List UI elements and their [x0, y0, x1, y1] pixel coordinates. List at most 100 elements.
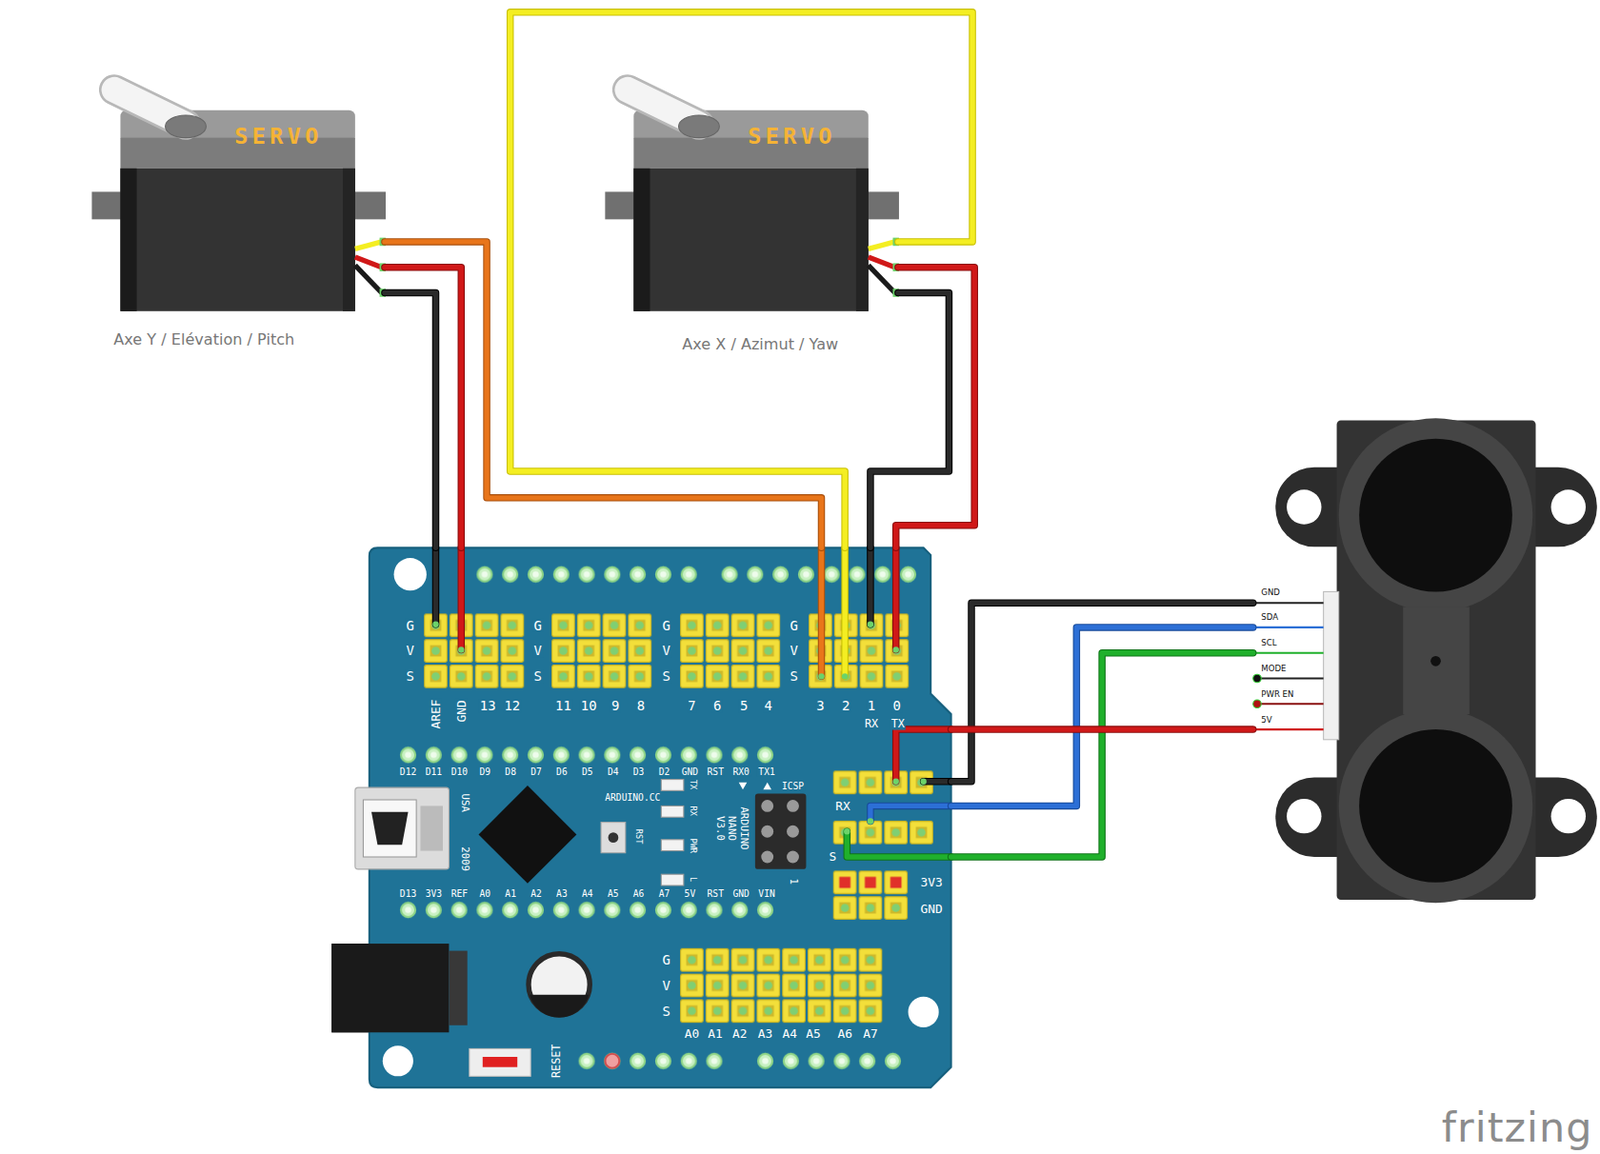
pin-label: 8 — [636, 699, 647, 713]
pin-row — [574, 1048, 728, 1075]
header — [832, 895, 909, 921]
board — [369, 547, 952, 1088]
servo-caption: Axe X / Azimut / Yaw — [681, 337, 839, 353]
servo-drawing — [91, 89, 386, 312]
pin-label: GND — [680, 767, 700, 778]
board-name: ARDUINO NANO V3.0 — [715, 801, 751, 856]
wire-path — [384, 293, 437, 549]
pin-label: ICSP — [780, 781, 805, 792]
pin-label: A2 — [731, 1027, 749, 1040]
pin-label: RST — [705, 767, 725, 778]
pin-label: A6 — [836, 1027, 854, 1040]
pin-label: G — [660, 619, 672, 633]
wire-path — [384, 241, 822, 548]
pin-label: A1 — [503, 890, 518, 900]
pin-label: 11 — [554, 699, 573, 713]
pin-label: GND — [455, 699, 468, 723]
pin-label: RX — [863, 719, 880, 731]
pin-label: A4 — [780, 1027, 799, 1040]
header — [550, 612, 653, 689]
icsp-header — [755, 794, 807, 870]
pin-label: 4 — [763, 699, 775, 713]
pin-label: D8 — [503, 767, 518, 778]
pin-label: A0 — [683, 1027, 701, 1040]
pin-label: S — [660, 669, 672, 683]
pin-label: 9 — [610, 699, 621, 713]
pin-label: A0 — [478, 890, 492, 900]
pin-label: 12 — [502, 699, 521, 713]
pin-label: 2009 — [460, 845, 471, 873]
pin-row — [395, 897, 779, 923]
wire-path — [870, 293, 950, 549]
pin-label: S — [827, 851, 838, 864]
pin-name: GND — [1260, 588, 1280, 598]
lidar-sensor: GNDSDASCLMODEPWR EN5V — [1253, 418, 1598, 900]
pin-label: RX0 — [731, 767, 751, 778]
wire-path — [896, 267, 976, 549]
wire-path — [951, 653, 1254, 858]
pin-label: 13 — [479, 699, 498, 713]
pin-label: 3 — [815, 699, 826, 713]
pin-row — [752, 1048, 906, 1075]
pin-label: S — [660, 1004, 672, 1019]
pin-label: D13 — [399, 890, 419, 900]
pin-label: G — [660, 953, 672, 967]
pin-label: D7 — [529, 767, 543, 778]
wire — [510, 12, 973, 549]
pin-label: A1 — [706, 1027, 724, 1040]
pin-label: 6 — [712, 699, 723, 713]
servo-motor: SERVOAxe Y / Elévation / Pitch — [91, 80, 385, 358]
pin-label: VIN — [757, 890, 777, 900]
led — [660, 780, 684, 886]
pin-label: RX — [834, 800, 852, 813]
wire — [384, 293, 437, 549]
dc-jack — [448, 951, 467, 1026]
capacitor — [528, 954, 590, 1019]
dc-jack — [331, 943, 449, 1033]
wire-path — [951, 725, 1254, 734]
pin-label: 5V — [683, 890, 698, 900]
pin-label: 1 — [788, 877, 800, 886]
pin-name: 5V — [1260, 716, 1272, 725]
pin-label: D10 — [450, 767, 470, 778]
pin-label: D2 — [658, 767, 672, 778]
wire-path — [510, 12, 973, 549]
pin-label: G — [532, 619, 543, 633]
pin-label: G — [788, 619, 800, 633]
wire-path — [384, 267, 461, 549]
wire-stub — [436, 547, 952, 858]
pin-label: RESET — [550, 1042, 562, 1080]
watermark: fritzing — [1441, 1107, 1594, 1149]
pin-label: S — [788, 669, 800, 683]
pin-label: PWR — [688, 837, 698, 855]
pin-label: D4 — [606, 767, 620, 778]
servo-brand: SERVO — [234, 125, 322, 149]
wire — [384, 267, 461, 549]
wire — [870, 293, 950, 549]
pin-label: S — [532, 669, 543, 683]
pin-label: V — [532, 644, 543, 659]
wire-path — [870, 293, 950, 549]
pin-label: D5 — [580, 767, 595, 778]
pin-name: MODE — [1260, 665, 1286, 675]
servo-motor: SERVOAxe X / Azimut / Yaw — [604, 80, 899, 358]
pin-label: USA — [460, 792, 471, 813]
arduino-nano-shield: ARDUINO.CCARDUINO NANO V3.0 — [369, 547, 952, 1088]
pin-row — [395, 741, 779, 768]
pin-name: SDA — [1260, 614, 1279, 623]
pin-label: RST — [705, 890, 725, 900]
chip — [479, 785, 578, 884]
pin-label: A3 — [757, 1027, 775, 1040]
pin-label: D6 — [555, 767, 569, 778]
wire-path — [951, 726, 1254, 732]
pin-label: D3 — [632, 767, 646, 778]
pin-label: AREF — [429, 698, 442, 730]
pin-label: D11 — [424, 767, 444, 778]
pin-label: A7 — [658, 890, 672, 900]
pin-label: 3V3 — [424, 890, 444, 900]
pin-label: V — [660, 979, 672, 993]
mount-hole — [908, 997, 940, 1028]
pin-label: A5 — [606, 890, 620, 900]
header — [679, 612, 781, 689]
